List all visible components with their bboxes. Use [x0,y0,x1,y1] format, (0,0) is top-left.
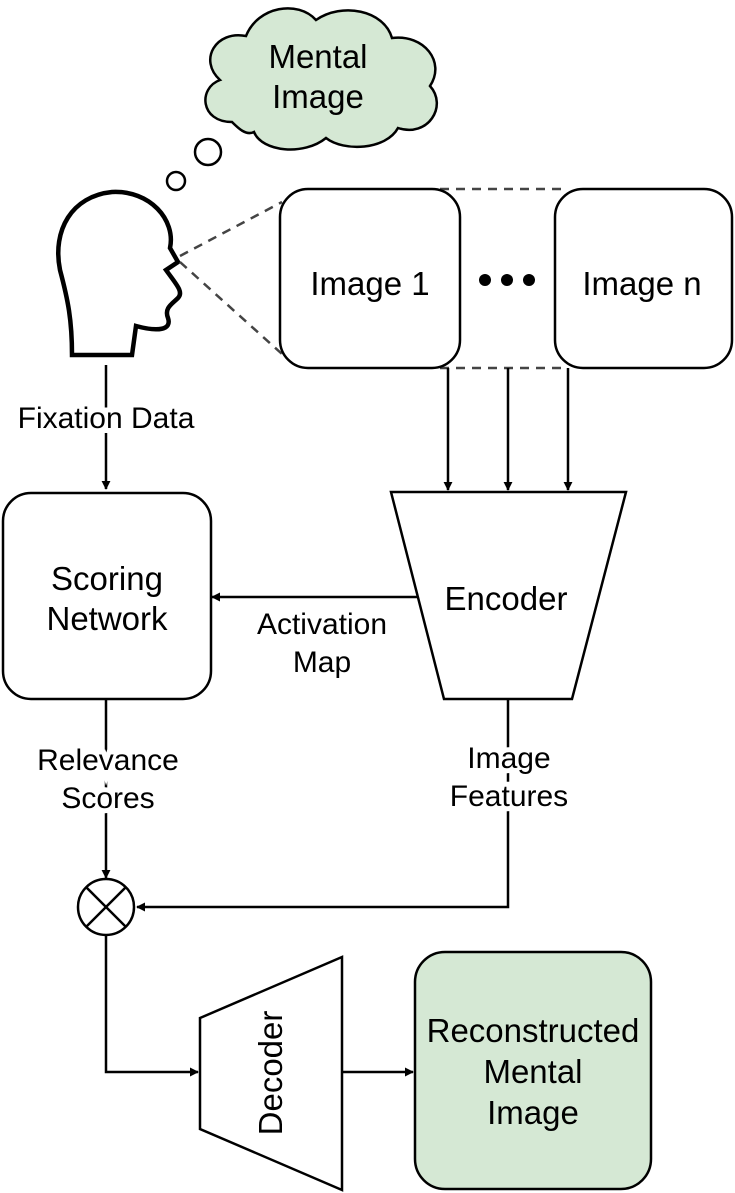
cloud-label-line1: Mental [268,38,367,75]
scoring-network-label-line1: Scoring [51,560,163,597]
activation-map-label-line2: Map [293,646,351,679]
mental-image-cloud: Mental Image [204,7,438,151]
product-to-decoder-arrow [104,935,199,1077]
relevance-scores-label-line2: Scores [61,782,154,815]
output-label-line1: Reconstructed [427,1012,640,1049]
reconstructed-mental-image-box: Reconstructed Mental Image [413,950,653,1191]
cloud-label-line2: Image [272,78,364,115]
image-features-label-line2: Features [450,780,568,813]
fixation-data-label: Fixation Data [18,402,195,435]
view-line-bottom [179,261,283,355]
thought-bubble-small [165,170,187,192]
relevance-scores-label-line1: Relevance [37,744,179,777]
cloud-shape [204,7,438,151]
multiply-node [76,877,136,937]
activation-map-label-line1: Activation [257,608,387,641]
thought-bubble-large [193,137,223,167]
scoring-network-label-line2: Network [46,600,168,637]
scoring-network-box: Scoring Network [1,491,213,701]
image-features-arrow [136,700,510,912]
output-label-line3: Image [487,1094,579,1131]
image-n-box: Image n [553,187,734,370]
ellipsis-dots [479,274,535,286]
head-icon [56,189,183,358]
image-1-box: Image 1 [278,187,462,370]
output-label-line2: Mental [483,1053,582,1090]
encoder-label: Encoder [445,580,568,617]
image-1-label: Image 1 [310,265,429,302]
view-line-top [179,200,283,258]
decoder-label: Decoder [252,1011,289,1136]
encoder-trapezoid: Encoder [389,490,628,701]
image-n-label: Image n [582,265,701,302]
decoder-trapezoid: Decoder [198,955,344,1192]
image-features-label-line1: Image [467,742,550,775]
